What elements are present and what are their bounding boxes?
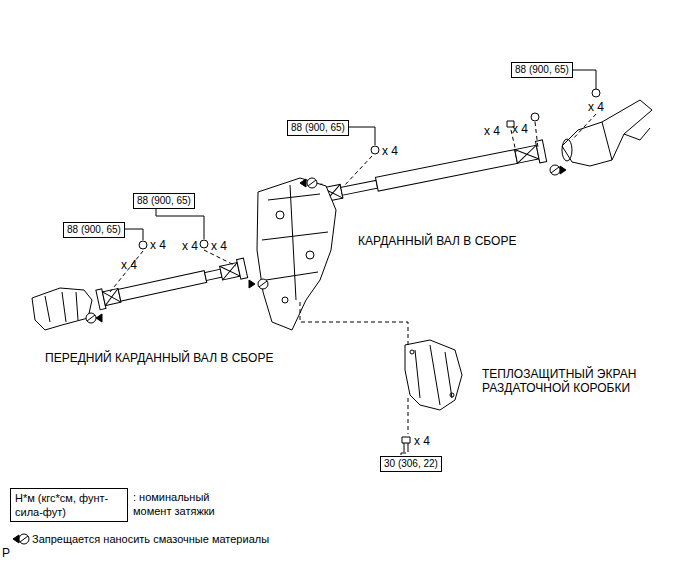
quantity-label: x 4	[382, 144, 398, 158]
legend-entry: : номинальный момент затяжки	[133, 490, 243, 518]
dashed-line	[110, 251, 143, 292]
front-differential	[45, 292, 78, 322]
dashed-line	[300, 302, 408, 346]
fastener	[200, 240, 208, 248]
no-lubricant-symbol	[87, 315, 95, 321]
bolt	[404, 443, 408, 452]
legend-text: Запрещается наносить смазочные материалы	[32, 533, 269, 545]
no-lubricant-symbol	[551, 167, 559, 173]
front-propeller-shaft	[237, 258, 248, 279]
rear-differential	[562, 100, 652, 166]
no-lubricant-symbol	[13, 535, 19, 543]
part-name: ТЕПЛОЗАЩИТНЫЙ ЭКРАН РАЗДАТОЧНОЙ КОРОБКИ	[482, 367, 672, 395]
fastener	[592, 89, 600, 97]
torque-box: 88 (900, 65)	[511, 62, 573, 78]
heat-shield	[405, 340, 462, 410]
quantity-label: x 4	[182, 239, 198, 253]
no-lubricant-symbol	[20, 536, 28, 542]
node-text: Н*м (кгс*см, фунт-сила-фут)	[15, 491, 123, 519]
fastener	[531, 113, 539, 121]
propeller-shaft	[341, 180, 378, 195]
quantity-label: x 4	[150, 238, 166, 252]
no-lubricant-symbol	[308, 180, 316, 186]
transfer-case	[282, 297, 288, 303]
propeller-shaft	[515, 145, 539, 163]
heat-shield	[405, 340, 462, 410]
part-name: КАРДАННЫЙ ВАЛ В СБОРЕ	[358, 234, 516, 248]
quantity-label: x 4	[211, 239, 227, 253]
no-lubricant-symbol	[86, 313, 96, 323]
front-propeller-shaft	[118, 271, 207, 301]
transfer-case	[262, 185, 328, 300]
dashed-line	[511, 122, 538, 152]
front-propeller-shaft	[220, 262, 241, 280]
fastener	[139, 89, 600, 249]
torque-box: 88 (900, 65)	[287, 120, 349, 136]
front-propeller-shaft	[96, 258, 248, 310]
quantity-label: P	[2, 546, 10, 560]
quantity-label: x 4	[414, 434, 430, 448]
rear-differential	[602, 122, 650, 160]
node-text: 88 (900, 65)	[515, 64, 569, 76]
fastener	[139, 241, 147, 249]
leader-line	[156, 209, 204, 239]
no-lubricant-symbol	[259, 281, 267, 287]
no-lubricant-symbol	[96, 314, 102, 322]
transfer-case	[257, 178, 336, 330]
heat-shield	[415, 345, 452, 405]
dashed-line	[408, 398, 409, 434]
no-lubricant-symbol	[19, 534, 29, 544]
torque-box: 30 (306, 22)	[380, 456, 442, 472]
heat-shield	[410, 350, 414, 354]
bolt	[402, 437, 410, 452]
node-text: 30 (306, 22)	[384, 458, 438, 470]
legend-entry: Запрещается наносить смазочные материалы	[32, 532, 269, 546]
quantity-label: x 4	[588, 100, 604, 114]
legend-unit-box: Н*м (кгс*см, фунт-сила-фут)	[10, 488, 128, 522]
torque-box: 88 (900, 65)	[133, 193, 195, 209]
front-differential	[32, 288, 92, 330]
quantity-label: x 4	[484, 124, 500, 138]
no-lubricant-symbol	[300, 179, 306, 187]
legend-text: : номинальный момент затяжки	[133, 491, 215, 517]
no-lubricant-symbol	[307, 178, 317, 188]
no-lubricant-symbol	[550, 165, 560, 175]
heat-shield	[450, 393, 454, 397]
fastener	[371, 146, 379, 154]
leader-line	[108, 70, 596, 455]
dashed-line	[572, 114, 596, 140]
part-name: ПЕРЕДНИЙ КАРДАННЫЙ ВАЛ В СБОРЕ	[45, 351, 273, 365]
front-propeller-shaft	[220, 262, 241, 280]
transfer-case	[257, 178, 336, 330]
node-text: 88 (900, 65)	[67, 224, 121, 236]
node-text: 88 (900, 65)	[137, 195, 191, 207]
propeller-shaft	[316, 140, 547, 207]
transfer-case	[306, 251, 314, 259]
quantity-label: x 4	[512, 122, 528, 136]
dashed-line	[344, 156, 372, 186]
propeller-shaft	[515, 145, 539, 163]
transfer-case	[276, 211, 284, 219]
leader-line	[401, 453, 406, 455]
no-lubricant-symbol	[258, 279, 268, 289]
node-text: 88 (900, 65)	[291, 122, 345, 134]
rear-differential	[562, 139, 572, 161]
no-lubricant-symbol	[560, 166, 566, 174]
quantity-label: x 4	[121, 258, 137, 272]
bolt	[402, 437, 410, 443]
torque-box: 88 (900, 65)	[63, 222, 125, 238]
rear-differential	[562, 100, 652, 166]
front-propeller-shaft	[205, 269, 222, 280]
front-differential	[32, 288, 92, 330]
no-lubricant-symbol	[249, 280, 255, 288]
